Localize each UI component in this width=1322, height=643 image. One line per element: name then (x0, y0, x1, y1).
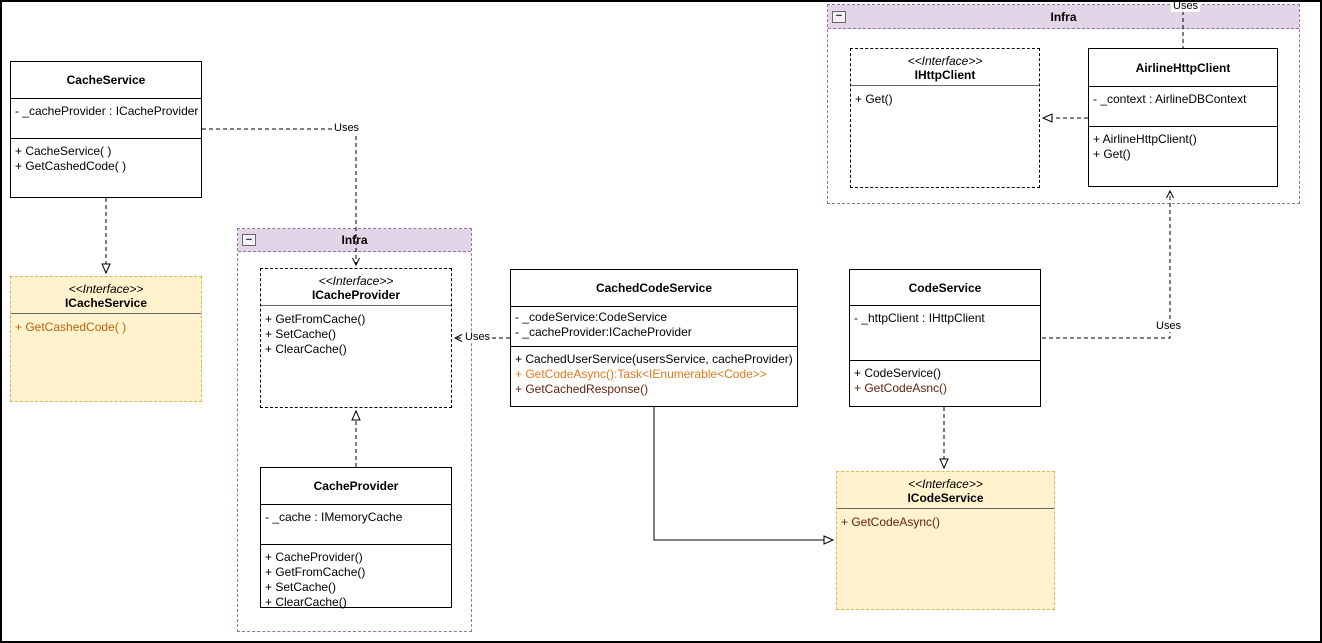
class-codeservice: CodeService - _httpClient : IHttpClient … (849, 269, 1041, 407)
method: + SetCache() (265, 580, 337, 594)
edge-codeservice-uses-airlinehttpclient (1042, 189, 1174, 339)
method: + CodeService() (854, 366, 942, 380)
attribute: - _codeService:CodeService (515, 310, 668, 324)
method: + CachedUserService(usersService, cacheP… (515, 352, 793, 366)
stereotype: <<Interface>> (907, 54, 983, 68)
method: + AirlineHttpClient() (1093, 132, 1197, 146)
edge-label-uses: Uses (1171, 0, 1201, 12)
method: + Get() (855, 92, 893, 106)
minus-glyph: − (835, 10, 843, 22)
edge-label-uses: Uses (332, 122, 362, 134)
interface-icodeservice: <<Interface>> ICodeService + GetCodeAsyn… (836, 471, 1055, 610)
stereotype: <<Interface>> (908, 477, 983, 491)
interface-icacheservice: <<Interface>> ICacheService + GetCashedC… (10, 276, 202, 402)
interface-title: ICacheService (64, 296, 148, 310)
collapse-icon[interactable]: − (242, 234, 256, 246)
collapse-icon[interactable]: − (832, 10, 846, 23)
method: + GetCashedCode( ) (15, 320, 127, 334)
stereotype: <<Interface>> (68, 282, 144, 296)
container-infra-middle: − Infra (237, 228, 472, 632)
interface-ihttpclient: <<Interface>> IHttpClient + Get() (850, 48, 1040, 188)
class-title: CacheService (66, 73, 146, 87)
attribute: - _cache : IMemoryCache (265, 510, 403, 524)
method: + GetCodeAsync() (841, 515, 941, 529)
method: + ClearCache() (265, 595, 347, 609)
edge-cacheservice-uses-icacheprovider (202, 128, 360, 267)
method: + CacheService( ) (15, 144, 112, 158)
method: + GetCodeAsnc() (854, 381, 948, 395)
method: + ClearCache() (265, 342, 347, 356)
class-cacheprovider: CacheProvider - _cache : IMemoryCache + … (260, 467, 452, 609)
interface-title: IHttpClient (914, 68, 976, 82)
class-cacheservice: CacheService - _cacheProvider : ICachePr… (10, 61, 202, 198)
class-title: CodeService (908, 280, 982, 295)
class-title: CacheProvider (313, 479, 399, 493)
minus-glyph: − (245, 233, 253, 246)
interface-title: ICacheProvider (311, 288, 401, 302)
class-cachedcodeservice: CachedCodeService - _codeService:CodeSer… (510, 269, 798, 407)
method: + SetCache() (265, 327, 337, 341)
class-airlinehttpclient: AirlineHttpClient - _context : AirlineDB… (1088, 48, 1278, 187)
stereotype: <<Interface>> (318, 274, 394, 288)
attribute: - _cacheProvider:ICacheProvider (515, 325, 692, 339)
method: + GetCashedCode( ) (15, 159, 127, 173)
edge-label-uses: Uses (1154, 320, 1184, 332)
class-title: CachedCodeService (595, 281, 713, 295)
edge-label-uses: Uses (463, 331, 493, 343)
container-infra-right: − Infra (827, 4, 1300, 204)
method: + GetFromCache() (265, 565, 366, 579)
interface-icacheprovider: <<Interface>> ICacheProvider + GetFromCa… (260, 268, 452, 408)
interface-title: ICodeService (907, 491, 984, 505)
method: + GetFromCache() (265, 312, 366, 326)
container-infra-middle-header: − Infra (238, 229, 471, 252)
method: + CacheProvider() (265, 550, 363, 564)
container-infra-right-header: − Infra (828, 5, 1299, 29)
method: + GetCachedResponse() (515, 382, 649, 396)
class-title: AirlineHttpClient (1135, 60, 1231, 75)
edge-cachedcodeservice-to-icodeservice (653, 407, 835, 545)
method: + Get() (1093, 147, 1131, 161)
attribute: - _context : AirlineDBContext (1093, 92, 1247, 106)
method: + GetCodeAsync():Task<IEnumerable<Code>> (515, 367, 767, 381)
attribute: - _httpClient : IHttpClient (854, 311, 985, 325)
attribute: - _cacheProvider : ICacheProvider (15, 104, 199, 118)
container-title: Infra (1050, 9, 1077, 24)
container-title: Infra (341, 233, 368, 247)
